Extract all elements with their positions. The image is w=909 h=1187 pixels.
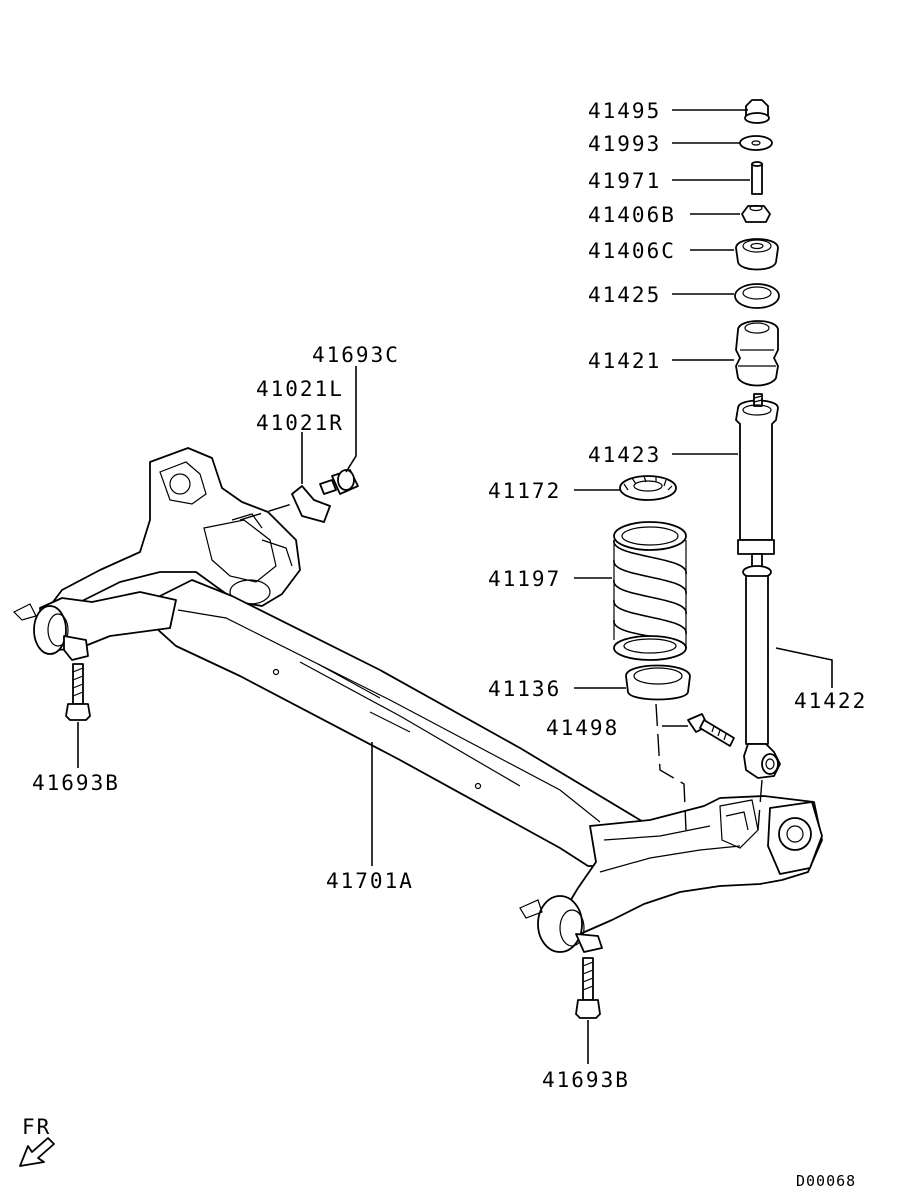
shock-absorber	[742, 553, 781, 779]
label-axle-bolt-right: 41693B	[542, 1068, 630, 1092]
bump-stopper	[735, 320, 779, 387]
assembly-line-shock	[757, 779, 763, 831]
drawing-id: D00068	[796, 1172, 856, 1187]
label-upper-seat: 41425	[588, 283, 661, 307]
label-shock-cover: 41423	[588, 443, 661, 467]
top-washer	[739, 135, 773, 151]
label-upper-spring-seat: 41172	[488, 479, 561, 503]
upper-spring-seat	[619, 475, 677, 501]
leader-shock-absorber	[775, 647, 833, 688]
collar	[751, 161, 763, 195]
axle-bolt-right	[575, 957, 601, 1064]
label-coil-spring: 41197	[488, 567, 561, 591]
upper-seat	[734, 283, 780, 309]
axle-bolt-left	[65, 663, 91, 768]
label-bushing-c: 41406C	[588, 239, 676, 263]
rear-axle-beam	[12, 447, 823, 953]
label-bracket-left: 41021L	[256, 377, 344, 401]
bushing-b	[741, 204, 771, 223]
label-lower-spring-seat: 41136	[488, 677, 561, 701]
top-nut	[744, 99, 770, 124]
label-shock-bolt: 41498	[546, 716, 619, 740]
shock-bolt	[687, 713, 735, 747]
label-bracket-right: 41021R	[256, 411, 344, 435]
leader-bracket-bolt	[345, 366, 357, 473]
label-washer: 41993	[588, 132, 661, 156]
label-bushing-b: 41406B	[588, 203, 676, 227]
bracket	[239, 485, 331, 523]
label-bracket-bolt: 41693C	[312, 343, 400, 367]
coil-spring	[613, 521, 687, 661]
bushing-c	[735, 238, 779, 271]
label-shock-absorber: 41422	[794, 689, 867, 713]
lower-spring-seat	[625, 664, 691, 701]
label-bump-stopper: 41421	[588, 349, 661, 373]
bracket-bolt	[319, 469, 359, 495]
label-nut: 41495	[588, 99, 661, 123]
shock-cover	[735, 393, 779, 555]
label-collar: 41971	[588, 169, 661, 193]
label-front-direction: FR	[22, 1115, 51, 1139]
label-axle-bolt-left: 41693B	[32, 771, 120, 795]
label-axle-beam: 41701A	[326, 869, 414, 893]
assembly-line-spring	[655, 703, 687, 831]
front-direction-arrow	[19, 1137, 55, 1167]
